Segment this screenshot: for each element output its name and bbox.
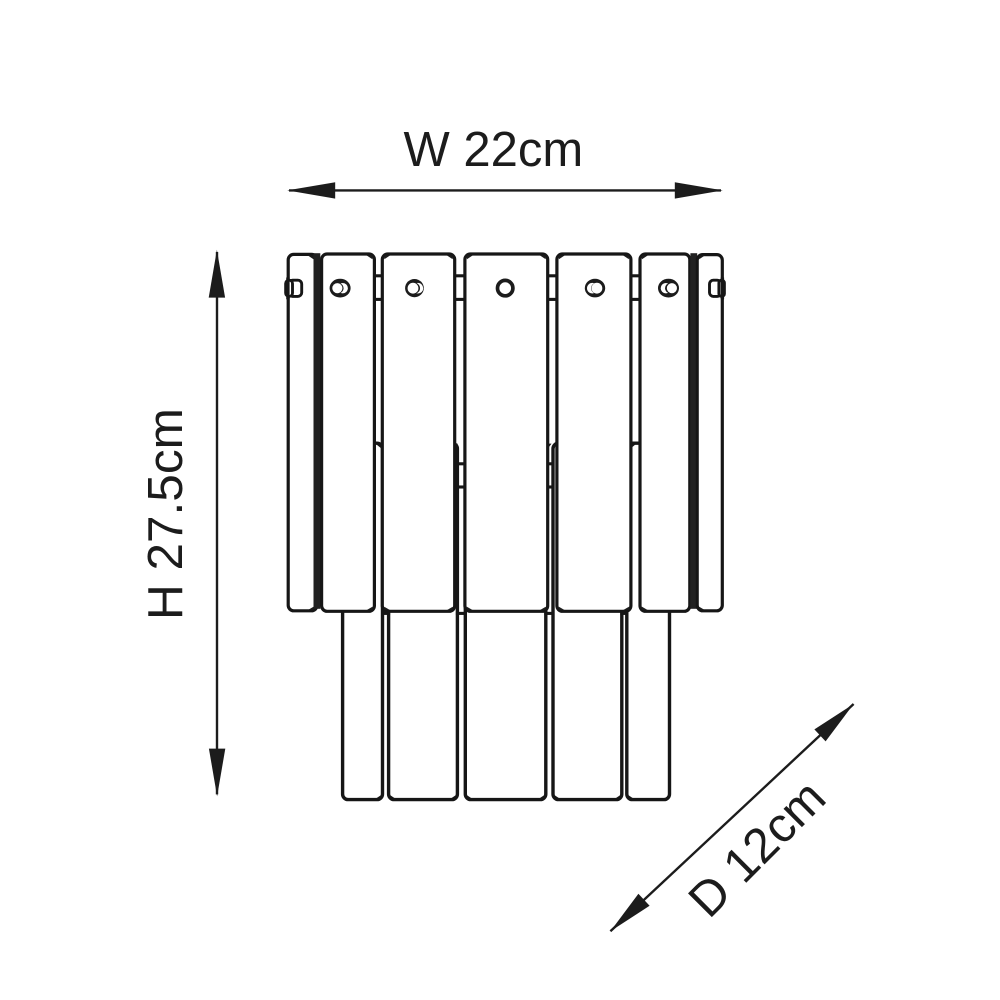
svg-text:H 27.5cm: H 27.5cm [138,408,193,620]
svg-text:W 22cm: W 22cm [403,123,583,177]
